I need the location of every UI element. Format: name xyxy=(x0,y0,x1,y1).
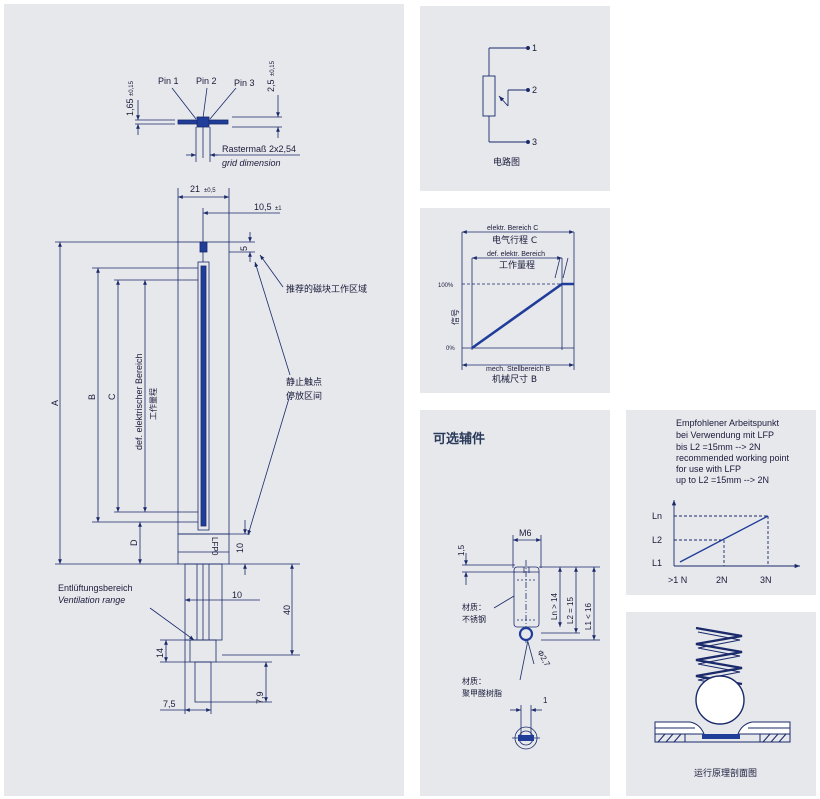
tol-21: ±0,5 xyxy=(204,188,216,194)
circuit-pin2: 2 xyxy=(532,85,537,95)
label-b: B xyxy=(87,394,97,400)
acc-mat2-a: 材质： xyxy=(462,676,486,686)
tol-165: ±0,15 xyxy=(129,80,135,96)
slot-mark xyxy=(518,735,534,741)
wp-line xyxy=(679,515,769,563)
vent-en-label: Ventilation range xyxy=(58,595,125,605)
range-y0: 0% xyxy=(446,346,455,352)
dim-10-stem: 10 xyxy=(232,590,242,600)
dim-75: 7,5 xyxy=(163,699,176,709)
circuit-diagram xyxy=(482,46,530,144)
vent-de-label: Entlüftungsbereich xyxy=(58,583,133,593)
acc-ln14: Ln > 14 xyxy=(550,593,559,620)
acc-mat2-b: 聚甲醛树脂 xyxy=(462,688,502,698)
wp-ln: Ln xyxy=(652,511,662,521)
wp-x2: 2N xyxy=(716,575,728,585)
range-cn-def: 工作量程 xyxy=(499,259,535,271)
wp-x1: >1 N xyxy=(668,575,687,585)
working-point-panel xyxy=(626,410,816,595)
tol-105: ±1 xyxy=(275,206,282,212)
range-cn-mech: 机械尺寸 B xyxy=(492,373,537,385)
raster-label: Rastermaß 2x2,54 xyxy=(222,144,296,154)
grid-label: grid dimension xyxy=(222,158,281,168)
wp-l2: L2 xyxy=(652,535,662,545)
dim-165: 1,65 xyxy=(125,98,135,116)
range-y100: 100% xyxy=(438,283,454,289)
range-elektr-c: elektr. Bereich C xyxy=(487,225,538,232)
dim-40: 40 xyxy=(282,605,292,615)
accessory-drawing xyxy=(462,535,600,750)
contact-strip xyxy=(702,734,740,739)
acc-mat1-b: 不锈钢 xyxy=(462,614,486,624)
circuit-panel xyxy=(420,6,610,191)
label-c: C xyxy=(107,393,117,400)
zero-label: 0 xyxy=(210,551,219,556)
tol-25: ±0,15 xyxy=(270,60,276,76)
circuit-pin3: 3 xyxy=(532,137,537,147)
principle-drawing xyxy=(654,626,791,743)
dim-25: 2,5 xyxy=(266,79,276,92)
def-elektr-label: def. elektrischer Bereich xyxy=(134,353,144,450)
acc-d15: 1,5 xyxy=(457,544,466,556)
pin-block xyxy=(196,116,210,128)
dim-10-bottom: 10 xyxy=(235,543,245,553)
stop-zone-line1: 静止触点 xyxy=(286,376,322,388)
accessories-panel xyxy=(420,410,610,796)
wp-l1: L1 xyxy=(652,558,662,568)
wp-line1: Empfohlener Arbeitspunkt xyxy=(676,418,780,428)
pin1-label: Pin 1 xyxy=(158,76,179,86)
lfp-label: LFP xyxy=(210,537,219,552)
label-d: D xyxy=(129,539,139,546)
acc-mat1-a: 材质： xyxy=(462,602,486,612)
dim-21: 21 xyxy=(190,184,200,194)
wp-line3: bis L2 =15mm --> 2N xyxy=(676,442,761,452)
circuit-caption: 电路图 xyxy=(493,156,520,168)
wp-line5: for use with LFP xyxy=(676,464,741,474)
dim-105: 10,5 xyxy=(254,202,272,212)
pin2-label: Pin 2 xyxy=(196,76,217,86)
acc-d1: 1 xyxy=(543,696,548,705)
range-chart-panel xyxy=(420,208,610,393)
wp-line4: recommended working point xyxy=(676,453,790,463)
dim-79: 7,9 xyxy=(255,691,265,704)
ball-tip xyxy=(518,626,534,642)
recommend-zone-label: 推荐的磁块工作区域 xyxy=(286,283,367,295)
dim-5: 5 xyxy=(239,246,249,251)
dim-14: 14 xyxy=(155,648,165,658)
circuit-pin1: 1 xyxy=(532,43,537,53)
accessories-title: 可选辅件 xyxy=(433,432,486,447)
main-drawing xyxy=(55,87,300,714)
wp-line2: bei Verwendung mit LFP xyxy=(676,430,774,440)
acc-m6: M6 xyxy=(519,528,532,538)
label-a: A xyxy=(50,400,60,406)
range-mech: mech. Stellbereich B xyxy=(486,366,551,373)
range-def: def. elektr. Bereich xyxy=(487,251,545,258)
wp-x3: 3N xyxy=(760,575,772,585)
range-cn-c: 电气行程 C xyxy=(492,234,537,246)
signal-curve xyxy=(471,282,574,350)
working-point-chart xyxy=(671,500,800,569)
pin3-label: Pin 3 xyxy=(234,78,255,88)
acc-l215: L2 = 15 xyxy=(566,597,575,624)
gongzuo-label: 工作量程 xyxy=(148,388,158,420)
wp-line6: up to L2 =15mm --> 2N xyxy=(676,475,769,485)
range-chart xyxy=(461,230,575,370)
acc-phi: Φ2,7 xyxy=(535,649,552,669)
principle-caption: 运行原理剖面图 xyxy=(694,767,757,779)
acc-l116: L1 < 16 xyxy=(584,603,593,630)
range-signal: 信号 xyxy=(450,309,460,325)
stop-zone-line2: 停放区间 xyxy=(286,390,322,402)
